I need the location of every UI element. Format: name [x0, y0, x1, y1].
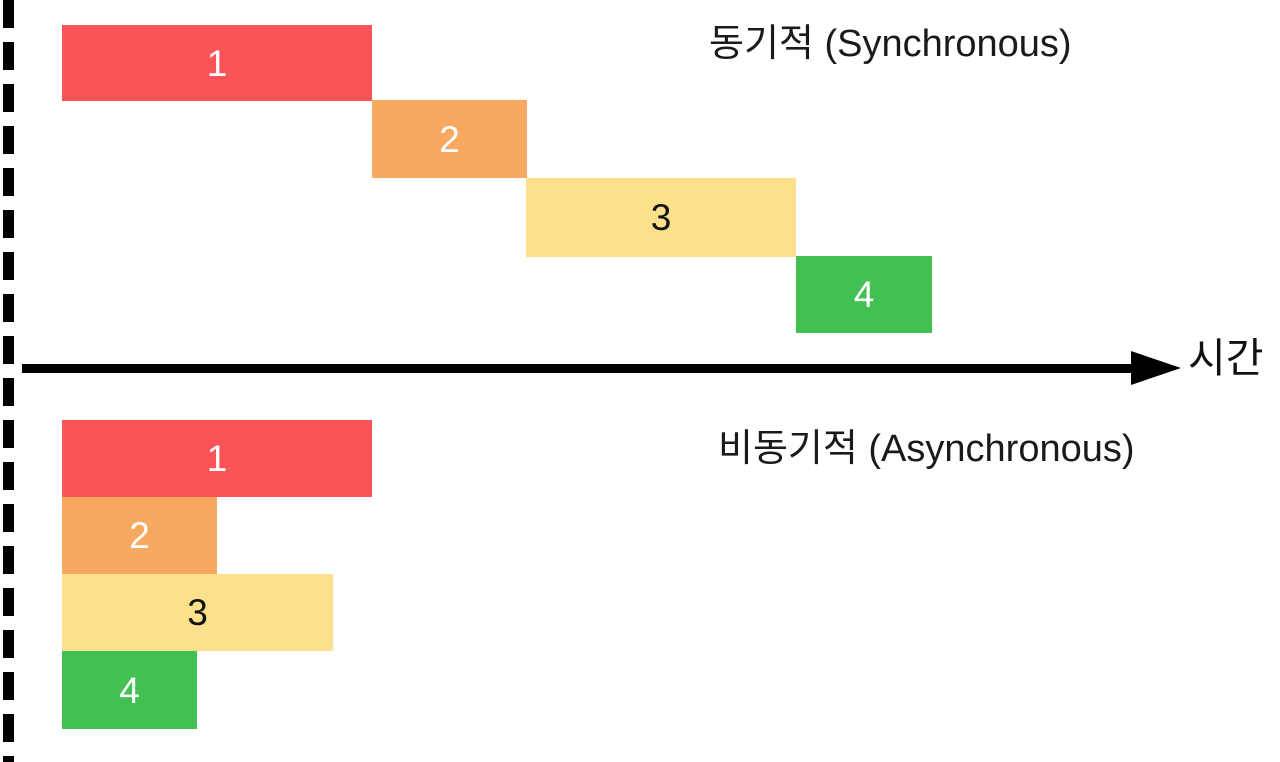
task-bar-label: 1	[206, 42, 228, 84]
task-bar-label: 3	[187, 592, 208, 633]
task-bar-label: 1	[206, 438, 228, 479]
task-bar-label: 3	[650, 197, 672, 238]
start-time-dashed-line	[3, 0, 14, 762]
time-axis-line	[22, 364, 1158, 373]
synchronous-section-title: 동기적 (Synchronous)	[709, 23, 1072, 65]
task-bar-asynchronous-3[interactable]: 3	[62, 574, 333, 651]
task-bar-synchronous-2[interactable]: 2	[372, 100, 527, 178]
task-bar-synchronous-4[interactable]: 4	[796, 256, 932, 333]
task-bar-label: 4	[119, 669, 140, 711]
task-bar-label: 2	[129, 515, 150, 556]
time-axis-arrow-icon	[1131, 351, 1181, 385]
asynchronous-section-title: 비동기적 (Asynchronous)	[718, 428, 1135, 470]
task-bar-label: 2	[439, 118, 460, 160]
task-bar-asynchronous-4[interactable]: 4	[62, 651, 197, 729]
task-bar-synchronous-3[interactable]: 3	[526, 178, 796, 257]
task-bar-label: 4	[853, 274, 875, 315]
task-bar-asynchronous-2[interactable]: 2	[62, 497, 217, 574]
task-bar-synchronous-1[interactable]: 1	[62, 25, 372, 101]
task-bar-asynchronous-1[interactable]: 1	[62, 420, 372, 497]
time-axis-label: 시간	[1188, 335, 1264, 381]
